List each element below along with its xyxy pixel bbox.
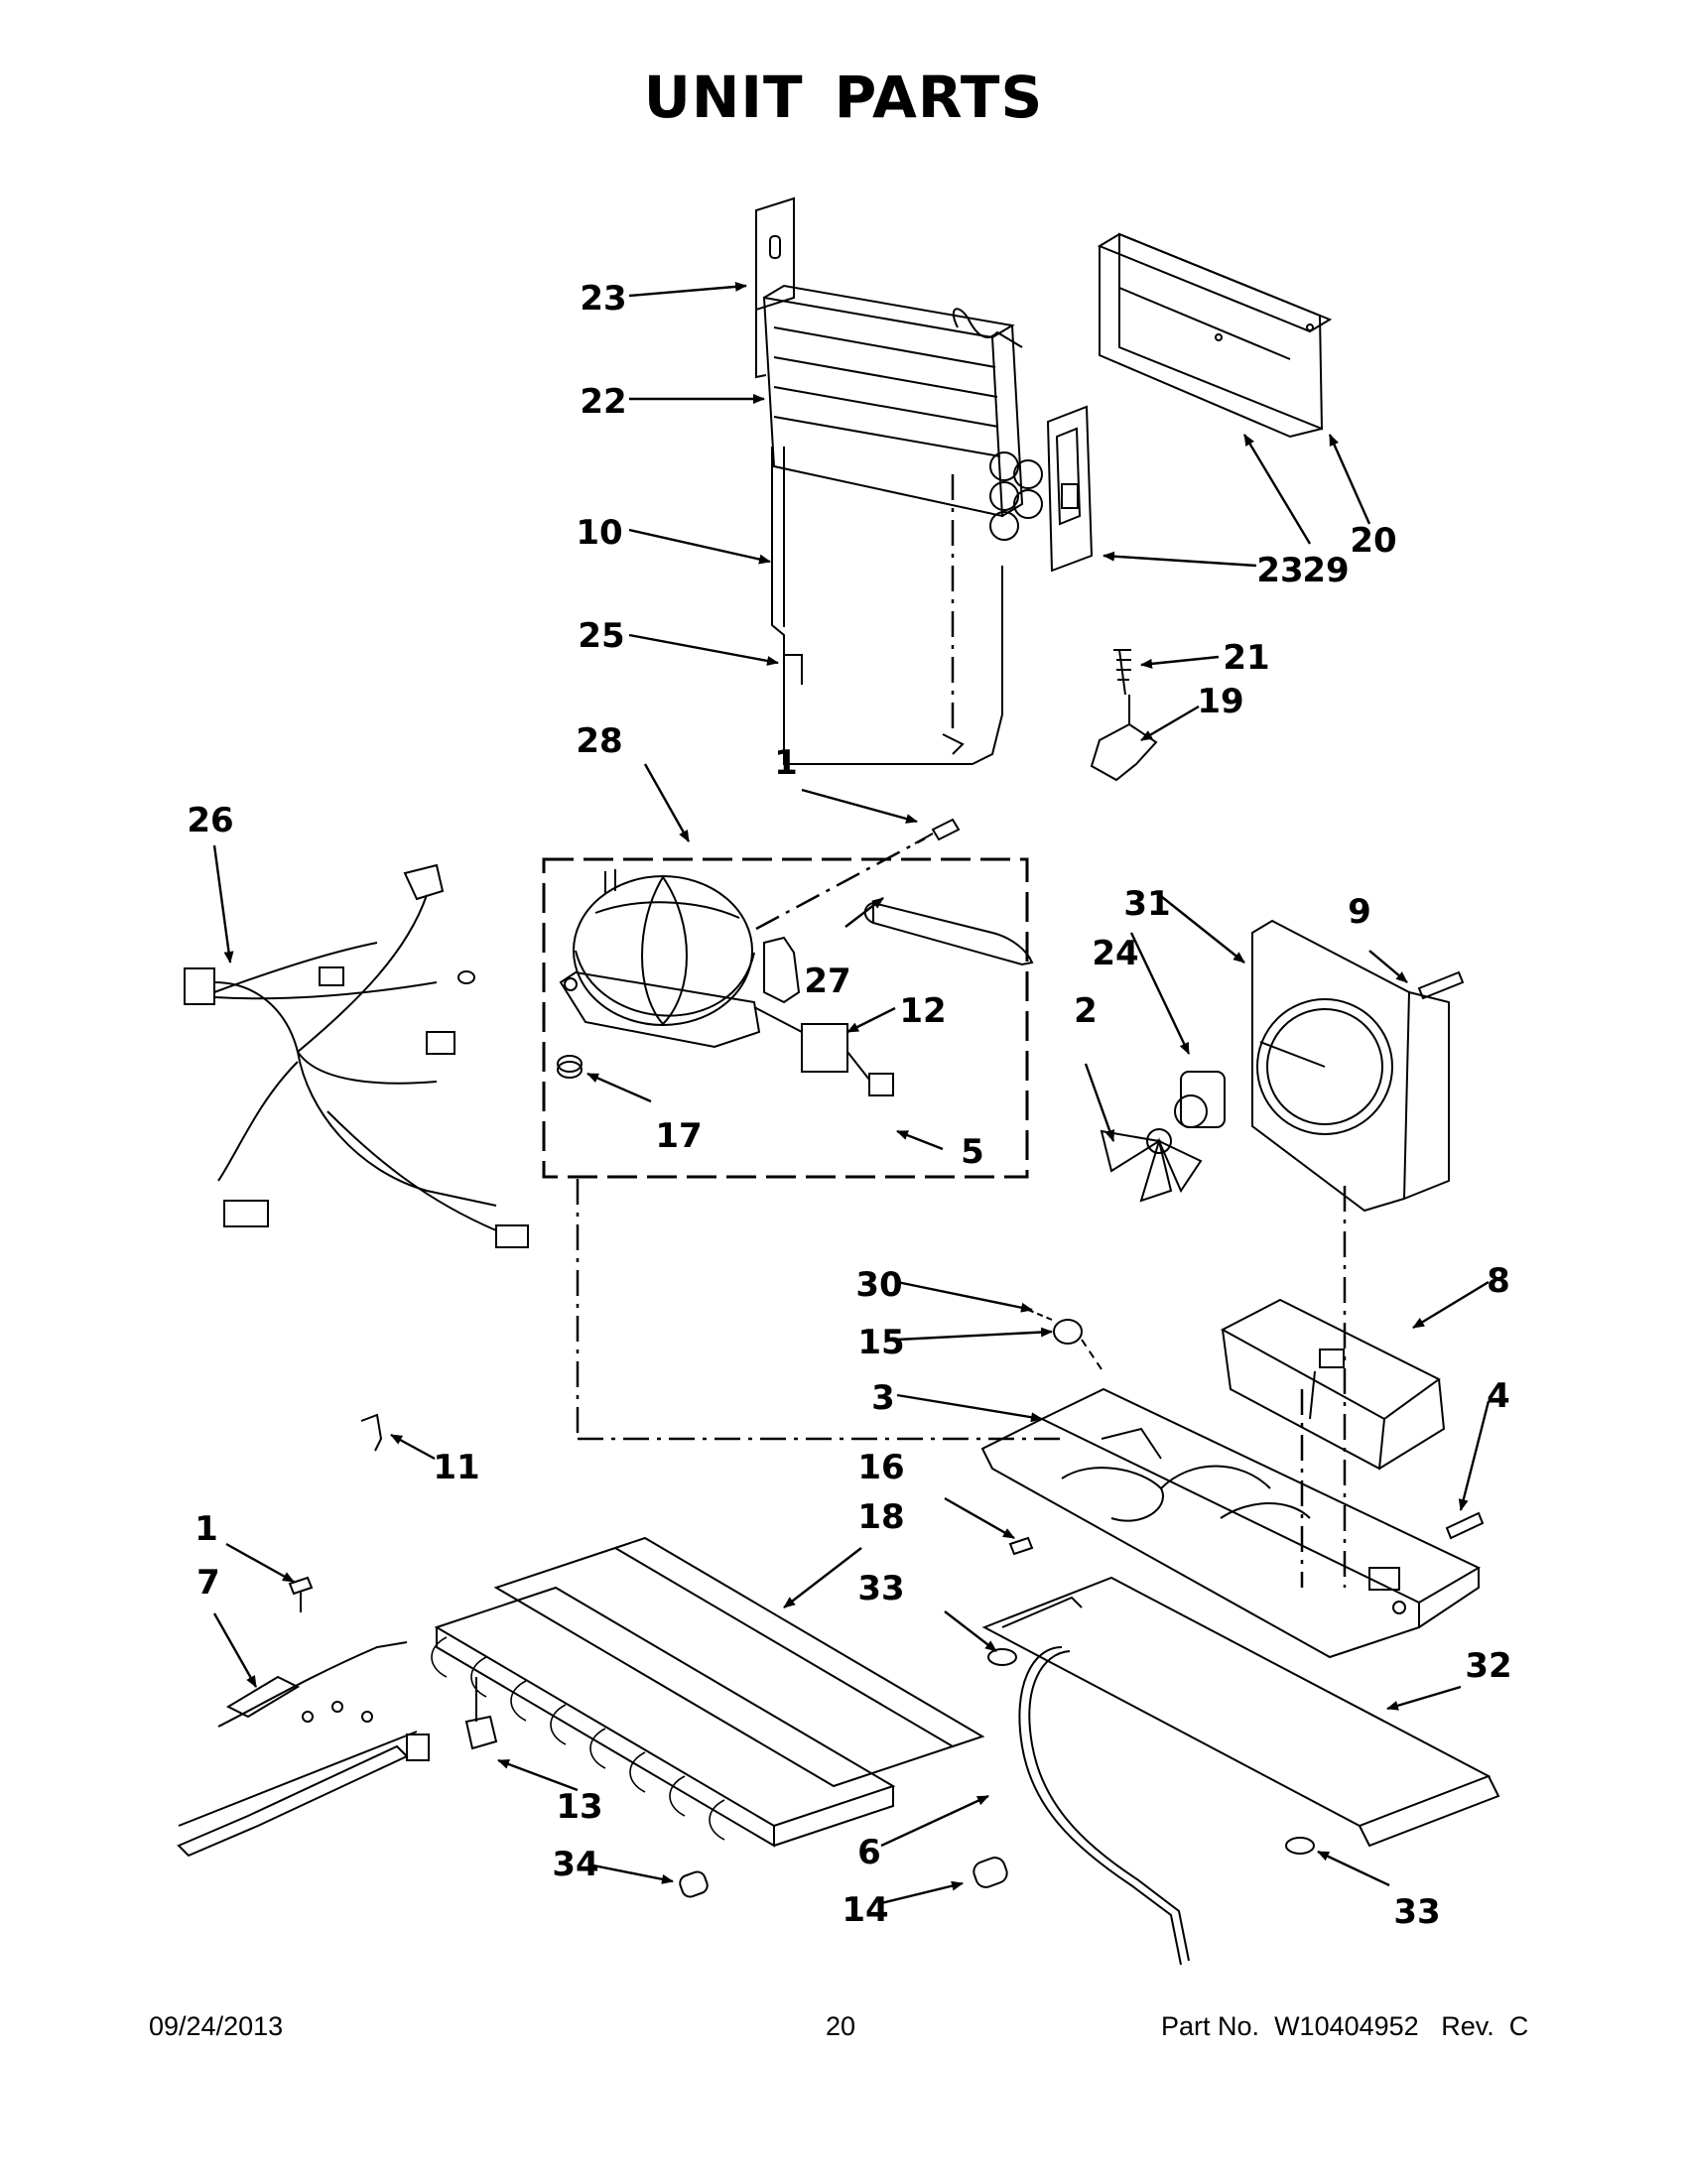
callout-10: 10 [576, 513, 622, 553]
callout-33-upper: 33 [857, 1569, 904, 1608]
condenser-assembly [755, 196, 1333, 765]
callout-28: 28 [576, 721, 622, 761]
callout-6: 6 [857, 1833, 881, 1872]
bracket-and-screw [1090, 649, 1158, 782]
callout-1-lower: 1 [195, 1509, 218, 1549]
base-pan-3 [980, 1309, 1485, 1659]
callout-24: 24 [1092, 934, 1138, 973]
footer-page-number: 20 [826, 2011, 856, 2041]
callout-16: 16 [857, 1448, 904, 1487]
drain-tube-6 [1018, 1646, 1190, 1966]
wiring-harness [184, 863, 529, 1248]
footer-part-number: Part No. W10404952 Rev. C [1161, 2011, 1528, 2042]
callout-27: 27 [804, 962, 850, 1001]
footer-date: 09/24/2013 [149, 2011, 284, 2041]
condenser-coil-18 [431, 1536, 985, 1848]
callout-32: 32 [1465, 1646, 1511, 1686]
callout-34: 34 [552, 1845, 598, 1884]
compressor-box [542, 857, 1029, 1179]
rev-label: Rev. [1441, 2011, 1494, 2041]
clip-11 [360, 1413, 383, 1452]
callout-26: 26 [187, 801, 233, 840]
callout-14: 14 [842, 1890, 888, 1930]
feet-33 [987, 1648, 1315, 1855]
callout-1-upper: 1 [774, 743, 798, 783]
callout-31: 31 [1123, 884, 1170, 924]
callout-21: 21 [1223, 638, 1269, 678]
callout-9: 9 [1348, 892, 1371, 932]
callout-2: 2 [1074, 991, 1098, 1031]
callout-15: 15 [857, 1323, 904, 1362]
callout-33-lower: 33 [1393, 1892, 1440, 1932]
alignment-lines-base [1081, 1339, 1103, 1370]
callout-4: 4 [1487, 1376, 1510, 1416]
small-parts-14-34 [679, 1857, 1008, 1898]
callout-leaders [212, 281, 1491, 1905]
callout-12: 12 [899, 991, 946, 1031]
part-label: Part No. [1161, 2011, 1260, 2041]
alignment-lines-fan [1300, 1186, 1347, 1588]
compressor [557, 818, 1034, 1096]
callout-23-right: 23 [1256, 551, 1303, 590]
drain-pan-32 [981, 1576, 1500, 1848]
callout-29: 29 [1302, 551, 1349, 590]
callout-19: 19 [1197, 682, 1243, 721]
callout-8: 8 [1487, 1261, 1510, 1301]
harness-7 [177, 1576, 430, 1858]
callout-25: 25 [578, 616, 624, 656]
callout-20: 20 [1350, 521, 1396, 561]
part-number: W10404952 [1274, 2011, 1419, 2041]
fan-bracket-8 [1220, 1298, 1446, 1471]
callout-22: 22 [580, 382, 626, 422]
rev-value: C [1508, 2011, 1529, 2041]
callout-11: 11 [433, 1448, 479, 1487]
callout-17: 17 [655, 1116, 702, 1156]
callout-5: 5 [961, 1132, 984, 1172]
callout-3: 3 [871, 1378, 895, 1418]
alignment-lines-compressor [576, 836, 1067, 1441]
callout-23-left: 23 [580, 279, 626, 319]
callout-labels: 23 22 10 25 20 29 23 21 19 28 1 26 27 12… [187, 279, 1511, 1932]
callout-13: 13 [556, 1787, 602, 1827]
callout-18: 18 [857, 1497, 904, 1537]
callout-7: 7 [196, 1563, 220, 1603]
fan-assembly [1100, 919, 1465, 1213]
page-title: UNIT PARTS [643, 64, 1044, 131]
callout-30: 30 [855, 1265, 902, 1305]
